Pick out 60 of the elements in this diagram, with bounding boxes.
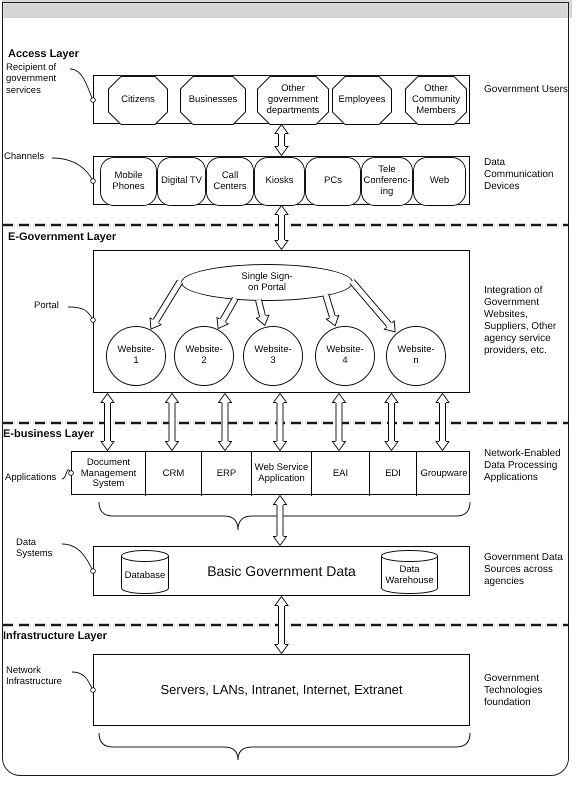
group-box	[71, 451, 470, 495]
node-label: Database	[124, 570, 166, 582]
node-label: CRM	[162, 468, 184, 480]
group-box	[93, 250, 470, 393]
group-box	[93, 156, 470, 205]
node-label: Website-4	[325, 345, 365, 367]
database-cylinder	[381, 550, 438, 594]
node-label: Servers, LANs, Intranet, Internet, Extranet	[160, 682, 403, 698]
side-note: Government Users	[484, 84, 569, 96]
node-label: Businesses	[188, 95, 238, 106]
node-label: Digital TV	[160, 176, 202, 187]
node-label: Citizens	[121, 95, 155, 106]
side-note: Data Communication Devices	[484, 157, 554, 193]
callout-text: Recipient of government services	[6, 62, 68, 98]
node-label: Web Service Application	[254, 463, 310, 485]
node-label: Groupware	[420, 468, 468, 480]
application-cell	[251, 452, 311, 496]
node-label: EDI	[385, 468, 401, 480]
user-octagon	[180, 76, 246, 125]
node-label: Employees	[338, 95, 386, 106]
layer-title: Infrastructure Layer	[3, 630, 107, 642]
group-box	[93, 75, 470, 124]
callout-text: Network Infrastructure	[6, 665, 70, 691]
side-note: Government Technologies foundation	[484, 673, 544, 709]
node-label: Call Centers	[212, 170, 248, 192]
callout-text: Data Systems	[16, 537, 60, 563]
node-label: Basic Government Data	[207, 562, 356, 580]
node-label: Website-3	[253, 345, 293, 367]
layer-title: Access Layer	[8, 48, 79, 60]
content-box	[93, 654, 470, 726]
user-octagon	[108, 76, 168, 125]
node-label: Other Community Members	[410, 84, 462, 117]
callout-text: Applications	[5, 472, 60, 486]
node-label: Kiosks	[266, 176, 294, 187]
node-label: EAI	[332, 468, 348, 480]
node-label: Website-1	[116, 345, 156, 367]
content-box	[93, 546, 470, 596]
node-label: Data Warehouse	[384, 565, 435, 587]
user-octagon	[332, 76, 392, 125]
node-label: PCs	[324, 176, 342, 187]
layer-title: E-business Layer	[3, 428, 94, 440]
node-label: Document Management System	[80, 458, 138, 490]
side-note: Network-Enabled Data Processing Applications	[484, 448, 562, 484]
side-note: Integration of Government Websites, Suppliers, Other agency service providers, etc.	[484, 285, 558, 357]
node-label: Single Sign-on Portal	[240, 272, 294, 294]
callout-text: Channels	[4, 151, 50, 165]
node-label: Website-2	[184, 345, 224, 367]
side-note: Government Data Sources across agencies	[484, 552, 564, 588]
callout-text: Portal	[34, 300, 66, 314]
channel-box	[206, 157, 254, 206]
layer-title: E-Government Layer	[8, 231, 116, 243]
database-cylinder	[121, 550, 169, 594]
node-label: Other government departments	[266, 84, 320, 117]
node-label: ERP	[216, 468, 236, 480]
node-label: Web	[430, 176, 450, 187]
user-octagon	[257, 76, 329, 125]
node-label: Mobile Phones	[111, 170, 146, 192]
node-label: Website-n	[396, 345, 436, 367]
node-label: Tele Conferenc-ing	[362, 165, 412, 198]
user-octagon	[405, 76, 467, 125]
